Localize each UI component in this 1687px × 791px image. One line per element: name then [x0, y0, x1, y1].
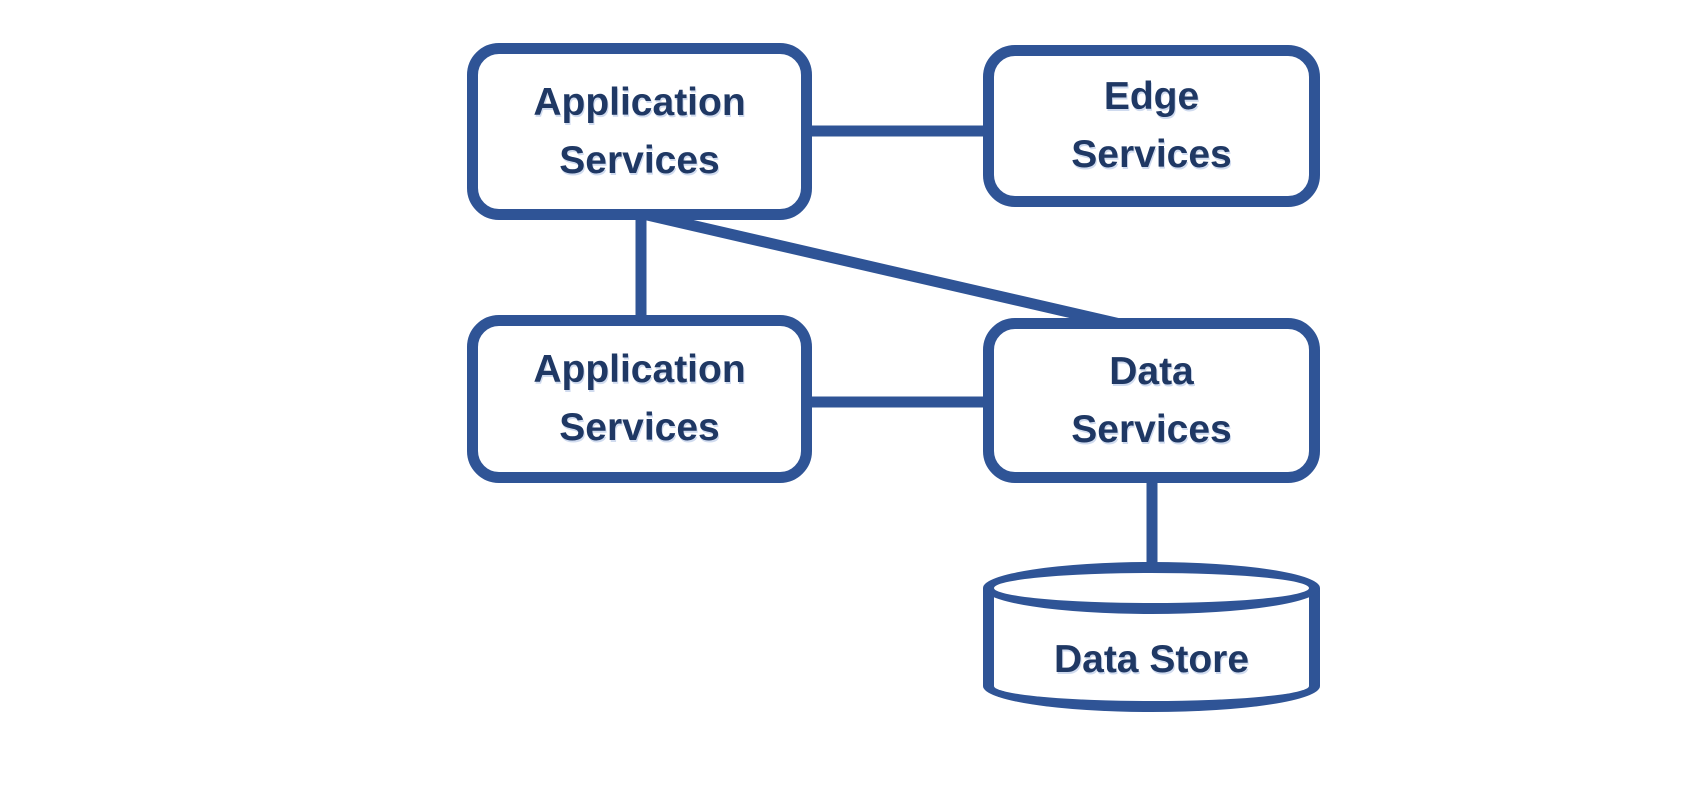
node-label: Application Services	[533, 80, 746, 182]
node-label: Edge Services	[1071, 75, 1232, 176]
node-data-services: Data Services	[983, 318, 1320, 483]
node-label: Application Services	[533, 348, 746, 449]
node-label: Data Store	[1053, 638, 1250, 681]
node-label: Data Services	[1071, 349, 1232, 451]
cylinder-top-ellipse	[983, 562, 1320, 614]
node-edge-services: Edge Services	[983, 45, 1320, 207]
node-application-services-top: Application Services	[467, 43, 812, 220]
edge-application-services-top-to-data-services	[641, 208, 1122, 330]
node-data-store: Data Store	[983, 562, 1320, 712]
node-application-services-mid: Application Services	[467, 315, 812, 483]
